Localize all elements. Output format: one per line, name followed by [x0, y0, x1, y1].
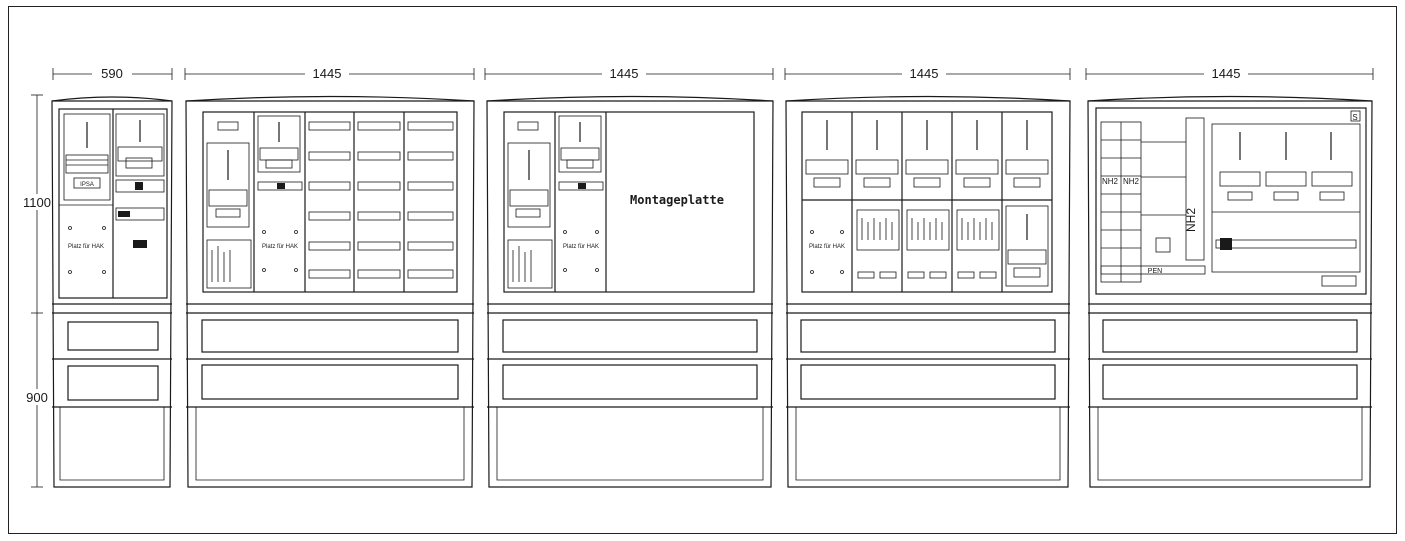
nh2-big-label: NH2: [1184, 208, 1198, 232]
haus-anschluss-label-3: Platz für HAK: [563, 244, 599, 250]
breaker-blocks: [856, 209, 1000, 279]
meter-tag: IPSA: [80, 182, 94, 188]
dimension-590: 590: [52, 66, 173, 81]
cabinet-1445-1: Platz für HAK: [185, 95, 475, 488]
dimension-1445-1: 1445: [184, 66, 475, 81]
rail-grid-1: [308, 121, 454, 279]
s-mark: S: [1352, 113, 1357, 122]
pen-label: PEN: [1148, 268, 1162, 275]
cabinet-1445-4: NH2 NH2 NH2 PEN S: [1087, 95, 1373, 488]
dimension-1445-3: 1445: [784, 66, 1071, 81]
haus-anschluss-label-1: Platz für HAK: [68, 244, 104, 250]
drawing-frame: [8, 6, 1397, 534]
cabinet-1445-3: Platz für HAK: [785, 95, 1071, 488]
meter-row-cabinet-4: [805, 120, 1049, 188]
dimension-1445-label-1: 1445: [313, 66, 342, 81]
dimension-1100-label: 1100: [23, 195, 51, 210]
dimension-590-label: 590: [101, 66, 123, 81]
dimension-1445-2: 1445: [484, 66, 774, 81]
montageplatte-label: Montageplatte: [630, 193, 724, 207]
nh2-label-b: NH2: [1123, 177, 1140, 186]
dimension-1445-label-4: 1445: [1212, 66, 1241, 81]
haus-anschluss-label-4: Platz für HAK: [809, 244, 845, 250]
cabinet-1445-2: Platz für HAK Montageplatte: [486, 95, 774, 488]
dimension-1445-label-2: 1445: [610, 66, 639, 81]
nh2-label-a: NH2: [1102, 177, 1119, 186]
dimension-1445-label-3: 1445: [910, 66, 939, 81]
dimension-1445-4: 1445: [1085, 66, 1374, 81]
cabinet-590: IPSA Platz für HAK: [51, 96, 173, 488]
dimension-vertical: 1100 900: [20, 94, 54, 488]
dimension-900-label: 900: [26, 390, 48, 405]
haus-anschluss-label-2: Platz für HAK: [262, 244, 298, 250]
